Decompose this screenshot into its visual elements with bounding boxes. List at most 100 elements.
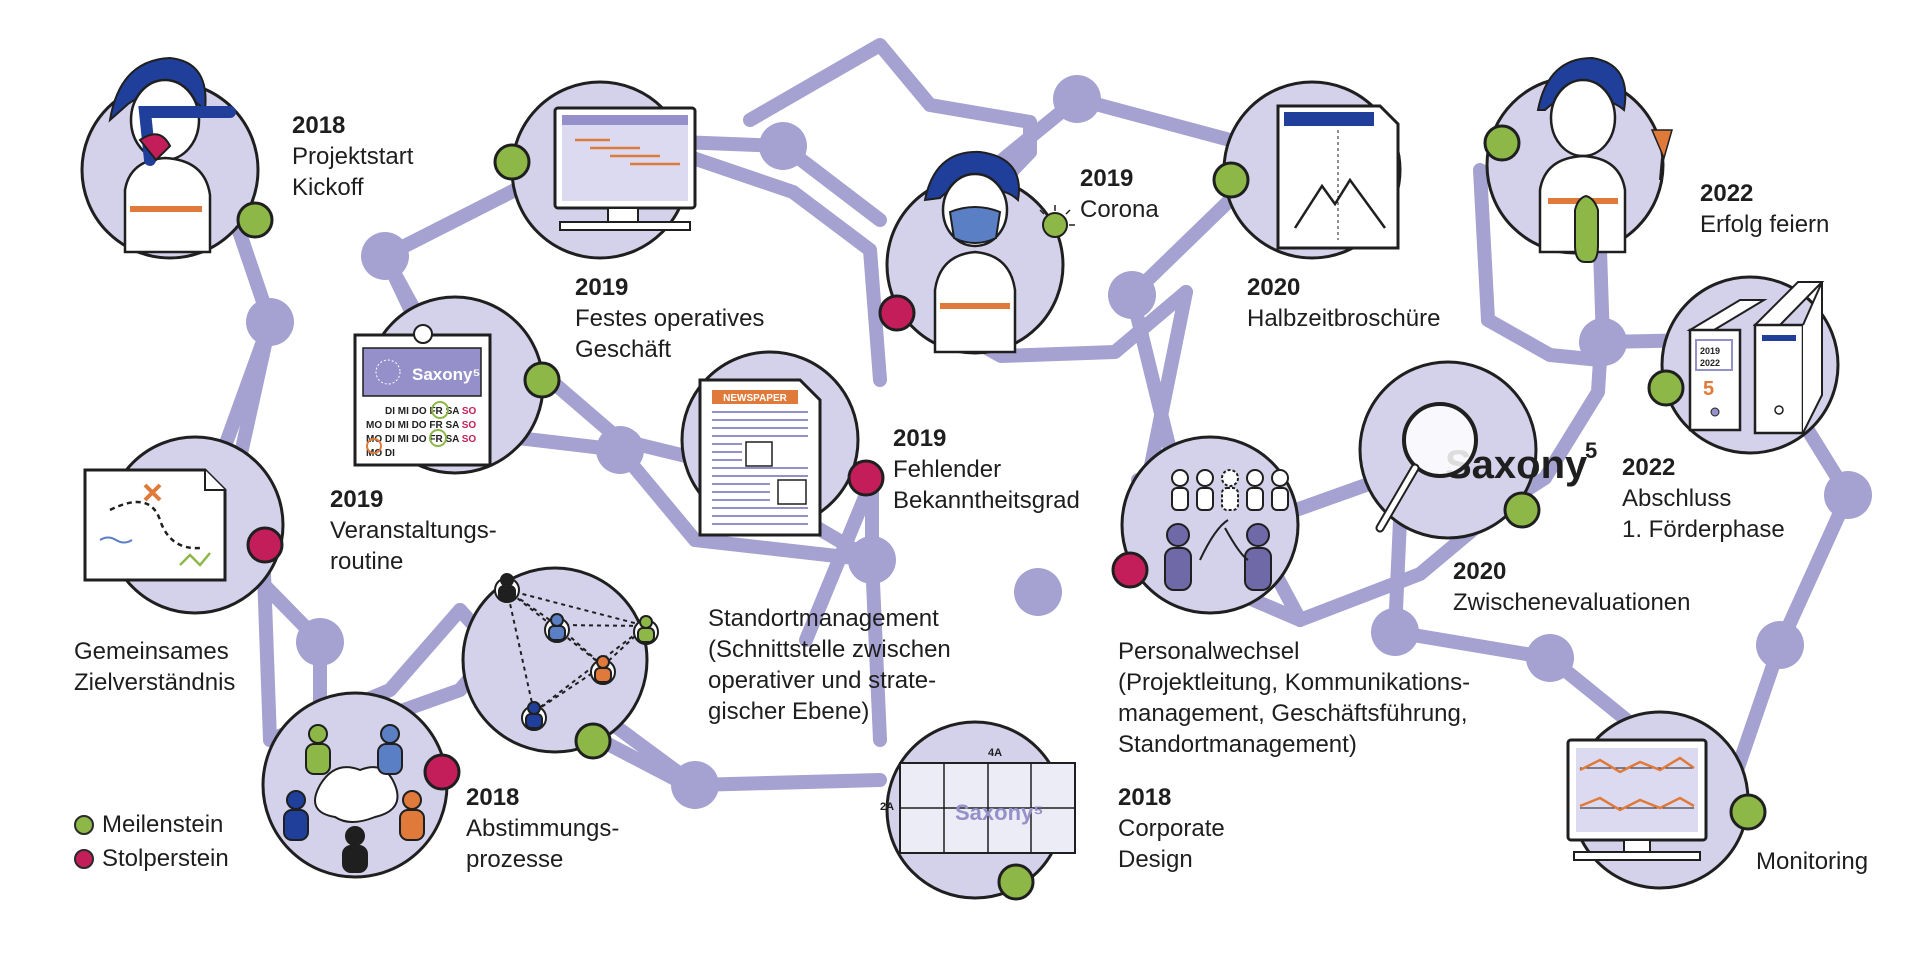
character-champagne-icon xyxy=(1536,56,1673,263)
calendar-weekdays-row: DI MI DO FR SA SO xyxy=(385,406,477,417)
label-line: Erfolg feiern xyxy=(1700,211,1830,238)
label-line: Monitoring xyxy=(1756,848,1869,875)
label-bekanntheit: 2019 Fehlender Bekanntheitsgrad xyxy=(893,423,1080,516)
label-year: 2019 xyxy=(1080,165,1134,192)
label-monitoring: Monitoring xyxy=(1756,846,1868,877)
legend-label: Meilenstein xyxy=(102,811,224,838)
milestone-marker xyxy=(1483,124,1521,162)
label-line: Corona xyxy=(1080,196,1159,223)
label-kickoff: 2018 Projektstart Kickoff xyxy=(292,110,413,203)
node-veranstaltung: Saxony⁵ DI MI DO FR SA SO MO DI MI DO FR… xyxy=(353,295,561,475)
label-corona: 2019 Corona xyxy=(1080,163,1159,225)
label-veranstaltung: 2019 Veranstaltungs- routine xyxy=(330,484,497,577)
label-line: Kickoff xyxy=(292,174,364,201)
grid-label-left: 2A xyxy=(880,801,894,813)
label-standort: Standortmanagement (Schnittstelle zwisch… xyxy=(708,603,951,727)
label-operativ: 2019 Festes operatives Geschäft xyxy=(575,272,764,365)
node-standort xyxy=(461,566,659,760)
label-line: Zielverständnis xyxy=(74,669,236,696)
node-erfolg xyxy=(1483,56,1673,263)
label-line: operativer und strate- xyxy=(708,667,937,694)
milestone-marker xyxy=(523,361,561,399)
label-line: Design xyxy=(1118,846,1193,873)
milestone-marker xyxy=(1212,161,1250,199)
obstacle-marker xyxy=(1111,551,1149,589)
label-line: Bekanntheitsgrad xyxy=(893,487,1080,514)
label-line: Abschluss xyxy=(1622,485,1732,512)
node-personal xyxy=(1111,435,1300,615)
treasure-map-icon xyxy=(83,468,227,582)
obstacle-marker xyxy=(878,294,916,332)
label-year: 2019 xyxy=(330,486,384,513)
label-evaluation: 2020 Zwischenevaluationen xyxy=(1453,556,1690,618)
label-line: Veranstaltungs- xyxy=(330,517,497,544)
milestone-marker xyxy=(574,722,612,760)
legend-label: Stolperstein xyxy=(102,845,229,872)
label-line: (Schnittstelle zwischen xyxy=(708,636,951,663)
milestone-marker xyxy=(236,201,274,239)
milestone-marker xyxy=(997,863,1035,901)
milestone-marker xyxy=(1729,793,1767,831)
node-bekanntheit: NEWSPAPER xyxy=(680,350,885,537)
gantt-monitor-icon xyxy=(553,106,697,231)
staff-change-icon xyxy=(1164,469,1289,591)
label-personal: Personalwechsel (Projektleitung, Kommuni… xyxy=(1118,636,1470,760)
milestone-marker xyxy=(1647,369,1685,407)
label-line: (Projektleitung, Kommunikations- xyxy=(1118,669,1471,696)
label-year: 2022 xyxy=(1700,180,1754,207)
character-mask-icon xyxy=(923,150,1075,354)
label-line: 1. Förderphase xyxy=(1622,516,1785,543)
obstacle-marker xyxy=(246,526,284,564)
label-line: gischer Ebene) xyxy=(708,698,870,725)
label-year: 2018 xyxy=(292,112,346,139)
grid-label-top: 4A xyxy=(988,747,1002,759)
label-line: Abstimmungs- xyxy=(466,815,620,842)
label-line: Halbzeitbroschüre xyxy=(1247,305,1441,332)
evaluation-brand-sup: 5 xyxy=(1585,438,1597,463)
legend-item-obstacle: Stolperstein xyxy=(74,842,229,876)
brochure-icon xyxy=(1276,104,1400,250)
label-line: Standortmanagement xyxy=(708,605,939,632)
label-line: prozesse xyxy=(466,846,564,873)
label-design: 2018 Corporate Design xyxy=(1118,782,1225,875)
label-broschuere: 2020 Halbzeitbroschüre xyxy=(1247,272,1440,334)
people-discussion-icon xyxy=(283,724,425,873)
label-year: 2018 xyxy=(1118,784,1172,811)
label-year: 2020 xyxy=(1453,558,1507,585)
binder-year: 2022 xyxy=(1700,358,1720,368)
node-zielverstaendnis xyxy=(83,435,285,615)
calendar-weekdays-row: MO DI MI DO FR SA SO xyxy=(366,420,476,431)
design-grid-icon: 4A 2A Saxony⁵ xyxy=(880,747,1076,854)
label-erfolg: 2022 Erfolg feiern xyxy=(1700,178,1829,240)
label-line: Fehlender xyxy=(893,456,1002,483)
node-abstimmung xyxy=(261,691,461,879)
node-broschuere xyxy=(1212,80,1402,260)
calendar-brand: Saxony⁵ xyxy=(412,365,480,384)
node-design: 4A 2A Saxony⁵ xyxy=(880,720,1076,901)
obstacle-dot xyxy=(74,849,94,869)
obstacle-marker xyxy=(423,753,461,791)
calendar-icon: Saxony⁵ DI MI DO FR SA SO MO DI MI DO FR… xyxy=(353,324,492,467)
calendar-weekdays-row: MO DI MI DO FR SA SO xyxy=(366,434,476,445)
binders-icon: 2019 2022 5 xyxy=(1686,281,1825,435)
label-line: management, Geschäftsführung, xyxy=(1118,700,1468,727)
node-corona xyxy=(878,150,1075,355)
magnifier-icon: Saxony 5 xyxy=(1375,402,1597,533)
legend: Meilenstein Stolperstein xyxy=(74,808,229,876)
character-pen-icon xyxy=(108,56,236,254)
milestone-marker xyxy=(1503,491,1541,529)
binder-year: 2019 xyxy=(1700,346,1720,356)
obstacle-marker xyxy=(847,459,885,497)
legend-item-milestone: Meilenstein xyxy=(74,808,229,842)
milestone-marker xyxy=(493,143,531,181)
label-year: 2022 xyxy=(1622,454,1676,481)
grid-brand: Saxony⁵ xyxy=(955,800,1044,825)
node-operativ xyxy=(493,80,697,260)
label-line: Festes operatives xyxy=(575,305,765,332)
newspaper-icon: NEWSPAPER xyxy=(698,378,822,537)
label-line: Gemeinsames xyxy=(74,638,229,665)
milestone-dot xyxy=(74,815,94,835)
node-monitoring xyxy=(1566,710,1767,890)
label-line: Zwischenevaluationen xyxy=(1453,589,1691,616)
